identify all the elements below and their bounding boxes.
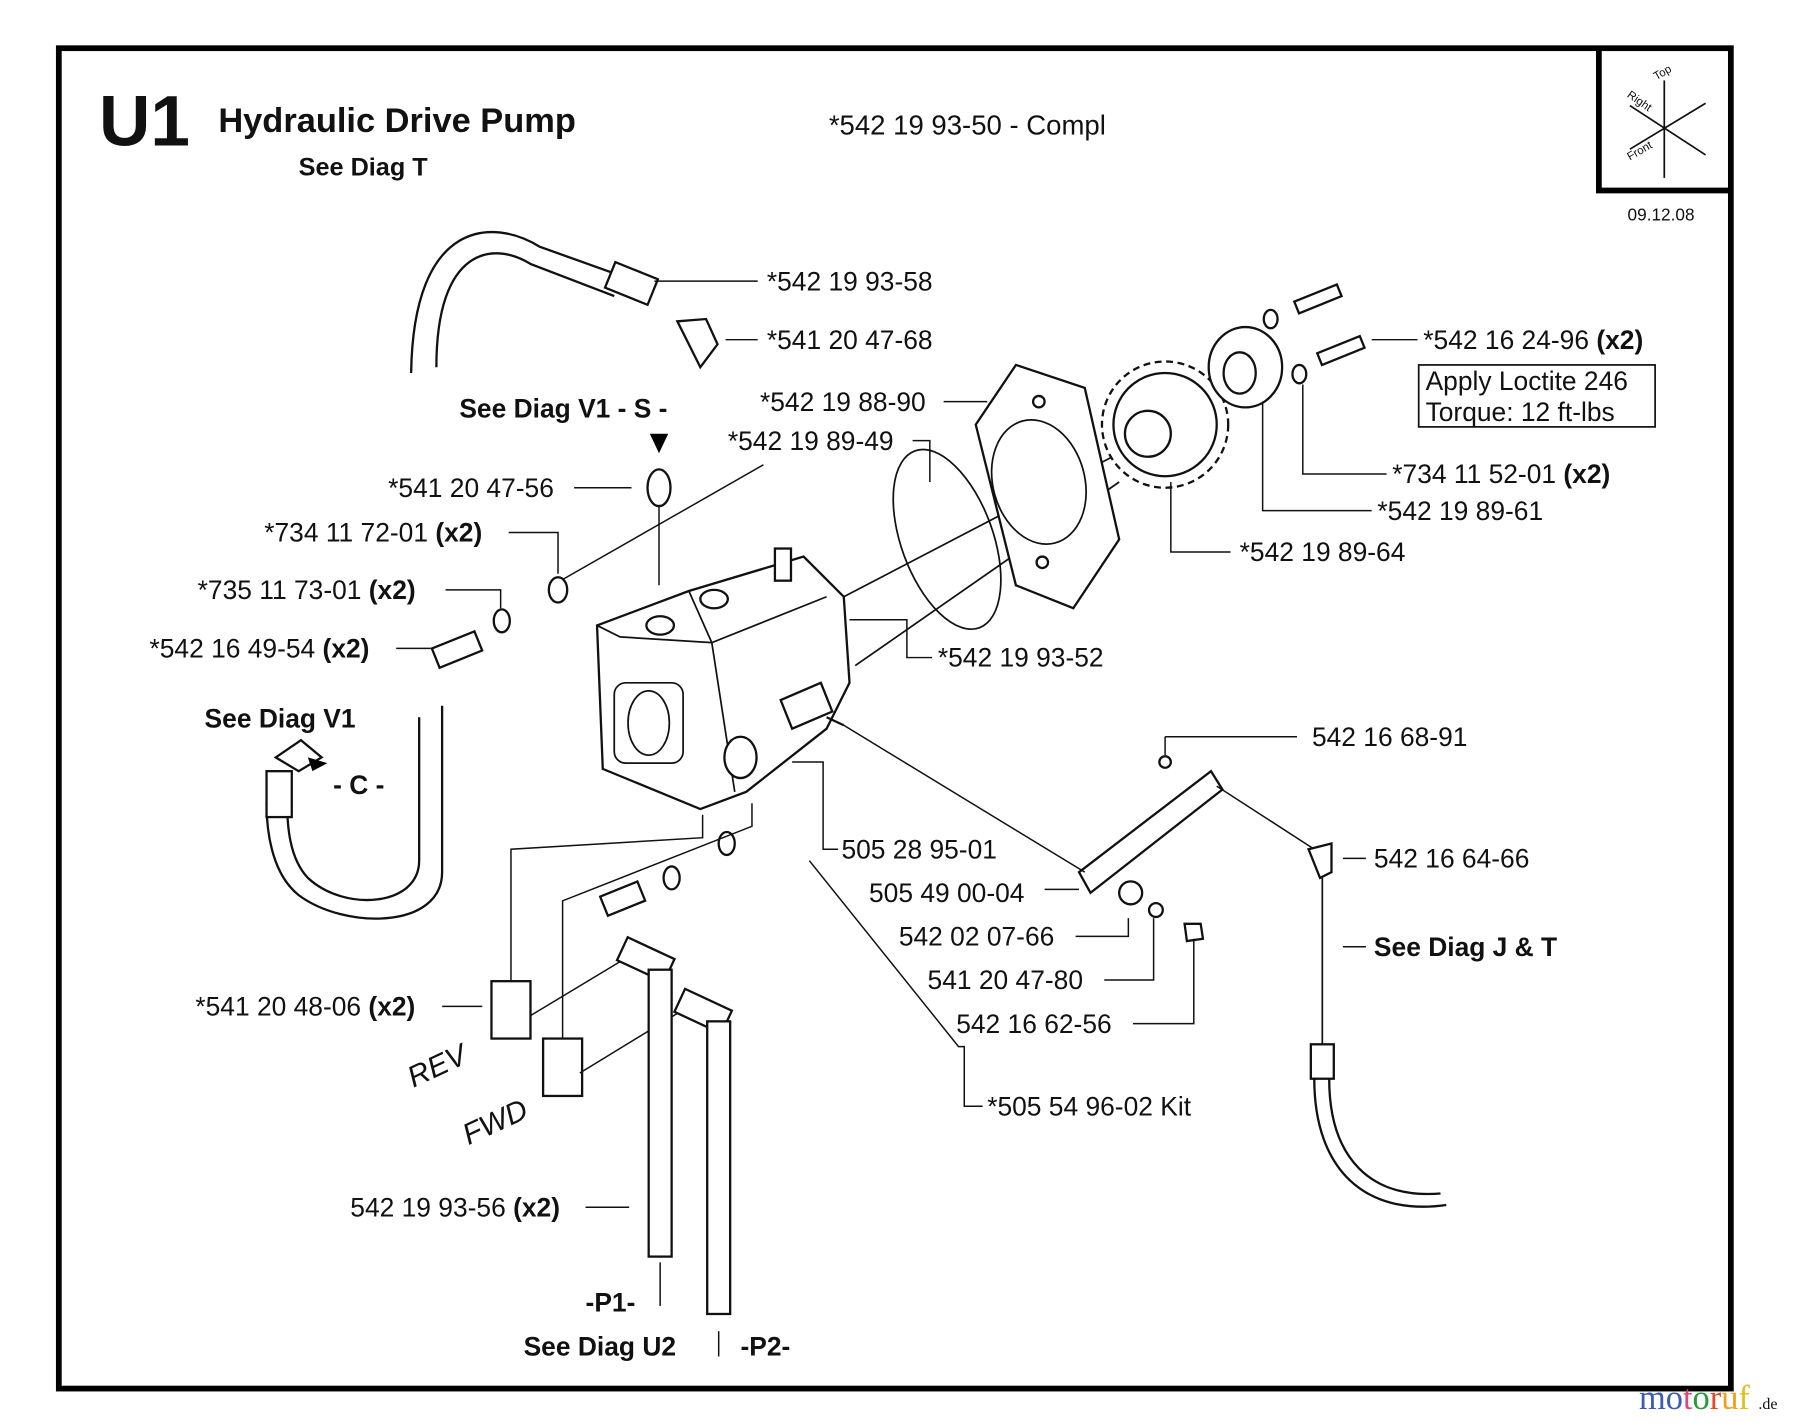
diagram-frame xyxy=(55,45,1734,1392)
part-label[interactable]: 542 16 68-91 xyxy=(1312,722,1467,752)
part-label[interactable]: *505 54 96-02 Kit xyxy=(987,1091,1191,1121)
section-code: U1 xyxy=(99,83,190,162)
diagram-date: 09.12.08 xyxy=(1628,204,1695,224)
pump-drawing xyxy=(265,231,1447,1357)
part-label[interactable]: 541 20 47-80 xyxy=(928,965,1083,995)
rev-label: REV xyxy=(402,1037,474,1094)
ref-p2: -P2- xyxy=(740,1331,790,1361)
part-label[interactable]: *541 20 47-68 xyxy=(767,325,933,355)
note-line-2: Torque: 12 ft-lbs xyxy=(1426,397,1615,427)
part-label[interactable]: *542 19 89-64 xyxy=(1240,537,1406,567)
see-diag-u2[interactable]: See Diag U2 xyxy=(524,1331,676,1361)
part-label[interactable]: *541 20 48-06 (x2) xyxy=(195,992,415,1022)
torque-note: Apply Loctite 246 Torque: 12 ft-lbs xyxy=(1417,364,1656,428)
part-label[interactable]: *734 11 52-01 (x2) xyxy=(1392,459,1610,489)
part-label[interactable]: *542 19 88-90 xyxy=(760,387,926,417)
part-label[interactable]: *734 11 72-01 (x2) xyxy=(264,518,482,548)
part-label[interactable]: 505 49 00-04 xyxy=(869,878,1024,908)
part-label[interactable]: *542 19 93-52 xyxy=(938,643,1104,673)
page-title: Hydraulic Drive Pump xyxy=(218,102,576,140)
part-label[interactable]: 542 16 62-56 xyxy=(956,1009,1111,1039)
part-label[interactable]: *542 19 89-61 xyxy=(1377,496,1543,526)
see-diag-v1-s[interactable]: See Diag V1 - S - xyxy=(459,394,667,424)
svg-text:motoruf: motoruf xyxy=(1639,1379,1750,1417)
part-label[interactable]: *542 16 49-54 (x2) xyxy=(149,634,369,664)
motoruf-watermark-logo: motoruf .de xyxy=(1639,1379,1778,1417)
part-label[interactable]: *542 16 24-96 (x2) xyxy=(1423,325,1643,355)
part-label[interactable]: *542 19 93-58 xyxy=(767,266,933,296)
see-diag-t[interactable]: See Diag T xyxy=(299,154,429,182)
part-label[interactable]: 542 16 64-66 xyxy=(1374,844,1529,874)
see-diag-v1[interactable]: See Diag V1 xyxy=(205,704,356,734)
leader-lines xyxy=(396,280,1418,1209)
orientation-compass: Top Right Front xyxy=(1596,48,1731,194)
compass-top-label: Top xyxy=(1652,63,1674,83)
note-line-1: Apply Loctite 246 xyxy=(1426,366,1628,396)
part-label[interactable]: 505 28 95-01 xyxy=(841,834,996,864)
part-label[interactable]: 542 02 07-66 xyxy=(899,922,1054,952)
fwd-label: FWD xyxy=(458,1093,534,1152)
watermark-suffix: .de xyxy=(1758,1396,1777,1413)
ref-c: - C - xyxy=(333,770,384,800)
ref-p1: -P1- xyxy=(586,1288,636,1318)
see-diag-j-t[interactable]: See Diag J & T xyxy=(1374,932,1557,962)
part-label[interactable]: *542 19 89-49 xyxy=(728,426,894,456)
complete-part-number: *542 19 93-50 - Compl xyxy=(829,109,1106,140)
part-labels: *542 19 93-58 *541 20 47-68 *542 19 88-9… xyxy=(149,266,1643,1222)
part-label[interactable]: *541 20 47-56 xyxy=(388,473,554,503)
part-label[interactable]: *735 11 73-01 (x2) xyxy=(198,575,416,605)
part-label[interactable]: 542 19 93-56 (x2) xyxy=(350,1192,560,1222)
